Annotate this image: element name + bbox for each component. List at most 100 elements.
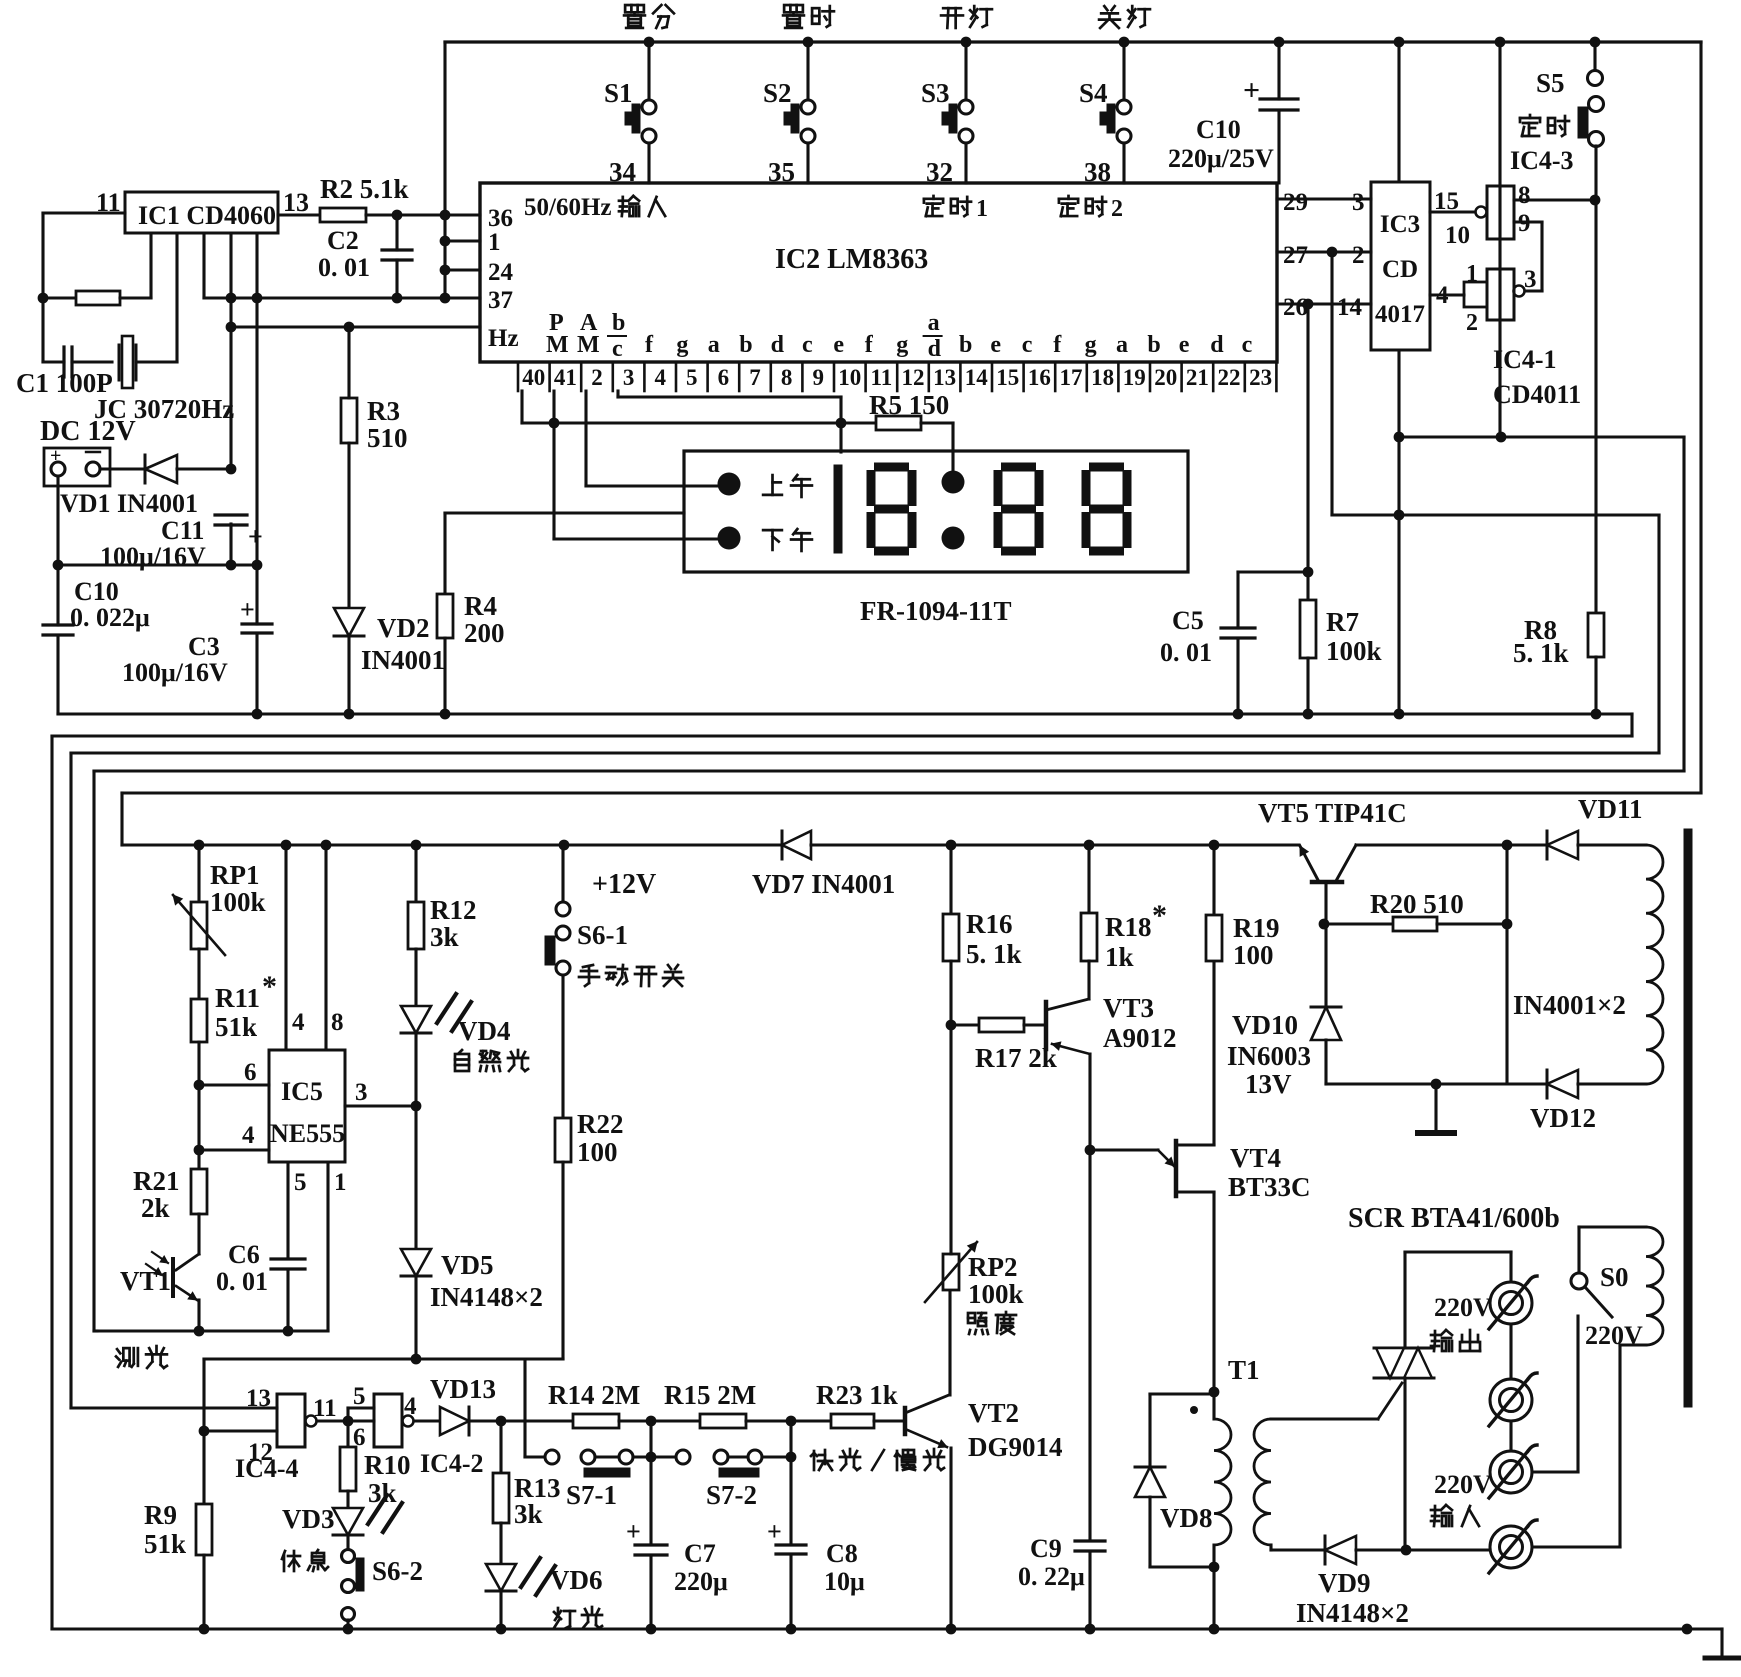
svg-text:8: 8	[331, 1009, 344, 1036]
svg-text:13: 13	[933, 365, 956, 390]
svg-text:3k: 3k	[514, 1499, 543, 1529]
svg-text:4: 4	[654, 365, 666, 390]
svg-text:100k: 100k	[968, 1279, 1024, 1309]
svg-text:c: c	[612, 336, 623, 362]
svg-text:R9: R9	[144, 1500, 177, 1530]
svg-text:VT1: VT1	[120, 1266, 171, 1296]
svg-text:R18: R18	[1105, 912, 1152, 942]
svg-text:IN6003: IN6003	[1227, 1041, 1311, 1071]
svg-text:4: 4	[292, 1009, 305, 1036]
svg-text:13: 13	[283, 188, 309, 217]
svg-text:100k: 100k	[1326, 636, 1382, 666]
svg-text:C10: C10	[1196, 115, 1241, 144]
svg-text:15: 15	[996, 365, 1019, 390]
svg-text:23: 23	[1249, 365, 1272, 390]
svg-text:100μ/16V: 100μ/16V	[122, 658, 228, 687]
svg-text:11: 11	[871, 365, 893, 390]
svg-text:VD9: VD9	[1318, 1568, 1371, 1598]
svg-text:+: +	[50, 445, 61, 467]
svg-text:IN4148×2: IN4148×2	[1296, 1598, 1409, 1628]
svg-text:VT5 TIP41C: VT5 TIP41C	[1258, 798, 1407, 828]
svg-text:VD12: VD12	[1530, 1103, 1596, 1133]
svg-text:20: 20	[1154, 365, 1177, 390]
svg-text:21: 21	[1186, 365, 1209, 390]
svg-text:4: 4	[242, 1122, 255, 1149]
svg-text:e: e	[833, 332, 844, 358]
svg-text:VD5: VD5	[441, 1250, 494, 1280]
svg-text:FR-1094-11T: FR-1094-11T	[860, 596, 1012, 626]
svg-text:19: 19	[1123, 365, 1146, 390]
svg-text:10μ: 10μ	[824, 1567, 865, 1596]
svg-text:P: P	[549, 310, 564, 336]
svg-text:S5: S5	[1536, 68, 1565, 98]
svg-text:VD6: VD6	[550, 1565, 603, 1595]
svg-text:VD11: VD11	[1578, 794, 1643, 824]
svg-text:c: c	[802, 332, 813, 358]
svg-text:c: c	[1022, 332, 1033, 358]
svg-text:220V: 220V	[1585, 1321, 1643, 1350]
svg-text:RP1: RP1	[210, 860, 260, 890]
svg-text:100: 100	[577, 1137, 618, 1167]
svg-text:f: f	[1053, 332, 1062, 358]
svg-text:3: 3	[623, 365, 635, 390]
svg-text:DG9014: DG9014	[968, 1432, 1063, 1462]
svg-text:0. 22μ: 0. 22μ	[1018, 1562, 1085, 1591]
svg-text:1k: 1k	[1105, 942, 1134, 972]
svg-text:IC5: IC5	[281, 1077, 323, 1106]
svg-text:+: +	[240, 595, 255, 624]
svg-text:R5 150: R5 150	[869, 390, 949, 420]
svg-text:17: 17	[1060, 365, 1083, 390]
svg-text:e: e	[1179, 332, 1190, 358]
svg-text:VD13: VD13	[430, 1374, 496, 1404]
svg-text:+: +	[248, 522, 263, 551]
svg-text:A9012: A9012	[1103, 1023, 1177, 1053]
svg-text:5. 1k: 5. 1k	[1513, 638, 1569, 668]
svg-text:51k: 51k	[144, 1529, 186, 1559]
svg-text:7: 7	[749, 365, 761, 390]
svg-text:1: 1	[976, 196, 988, 222]
svg-text:R10: R10	[364, 1450, 411, 1480]
svg-text:24: 24	[488, 259, 514, 286]
svg-text:26: 26	[1283, 294, 1308, 321]
svg-text:R20 510: R20 510	[1370, 889, 1464, 919]
svg-text:R11: R11	[215, 983, 260, 1013]
svg-text:16: 16	[1028, 365, 1051, 390]
svg-text:S6-1: S6-1	[577, 920, 628, 950]
svg-text:g: g	[676, 332, 688, 358]
svg-text:R8: R8	[1524, 615, 1557, 645]
svg-text:IC2 LM8363: IC2 LM8363	[775, 244, 928, 275]
svg-text:15: 15	[1434, 188, 1459, 215]
svg-text:Hz: Hz	[488, 325, 519, 352]
svg-text:IN4148×2: IN4148×2	[430, 1282, 543, 1312]
svg-text:IC4-4: IC4-4	[235, 1454, 299, 1483]
svg-text:13V: 13V	[1245, 1069, 1292, 1099]
svg-text:6: 6	[244, 1059, 257, 1086]
svg-text:R19: R19	[1233, 913, 1280, 943]
svg-text:M: M	[546, 332, 569, 358]
svg-text:IC4-2: IC4-2	[420, 1449, 484, 1478]
svg-text:f: f	[865, 332, 874, 358]
svg-text:220V: 220V	[1434, 1470, 1492, 1499]
svg-text:2: 2	[1466, 310, 1478, 336]
svg-text:3k: 3k	[430, 922, 459, 952]
svg-text:C5: C5	[1172, 606, 1204, 635]
svg-text:R23 1k: R23 1k	[816, 1380, 898, 1410]
svg-text:12: 12	[902, 365, 925, 390]
svg-text:R4: R4	[464, 591, 497, 621]
svg-text:C7: C7	[684, 1539, 716, 1568]
svg-text:3: 3	[355, 1079, 368, 1106]
svg-text:VD10: VD10	[1232, 1010, 1298, 1040]
svg-text:IC4-3: IC4-3	[1510, 146, 1574, 175]
svg-text:41: 41	[554, 365, 577, 390]
svg-text:R22: R22	[577, 1109, 624, 1139]
svg-text:BT33C: BT33C	[1228, 1172, 1311, 1202]
svg-text:R3: R3	[367, 396, 400, 426]
svg-text:220V: 220V	[1434, 1293, 1492, 1322]
svg-text:C3: C3	[188, 632, 220, 661]
svg-text:VD3: VD3	[282, 1504, 335, 1534]
svg-text:IC1 CD4060: IC1 CD4060	[138, 201, 276, 230]
svg-text:SCR BTA41/600b: SCR BTA41/600b	[1348, 1203, 1560, 1234]
svg-text:R15 2M: R15 2M	[664, 1380, 756, 1410]
svg-text:0. 01: 0. 01	[216, 1267, 268, 1296]
svg-text:22: 22	[1218, 365, 1241, 390]
